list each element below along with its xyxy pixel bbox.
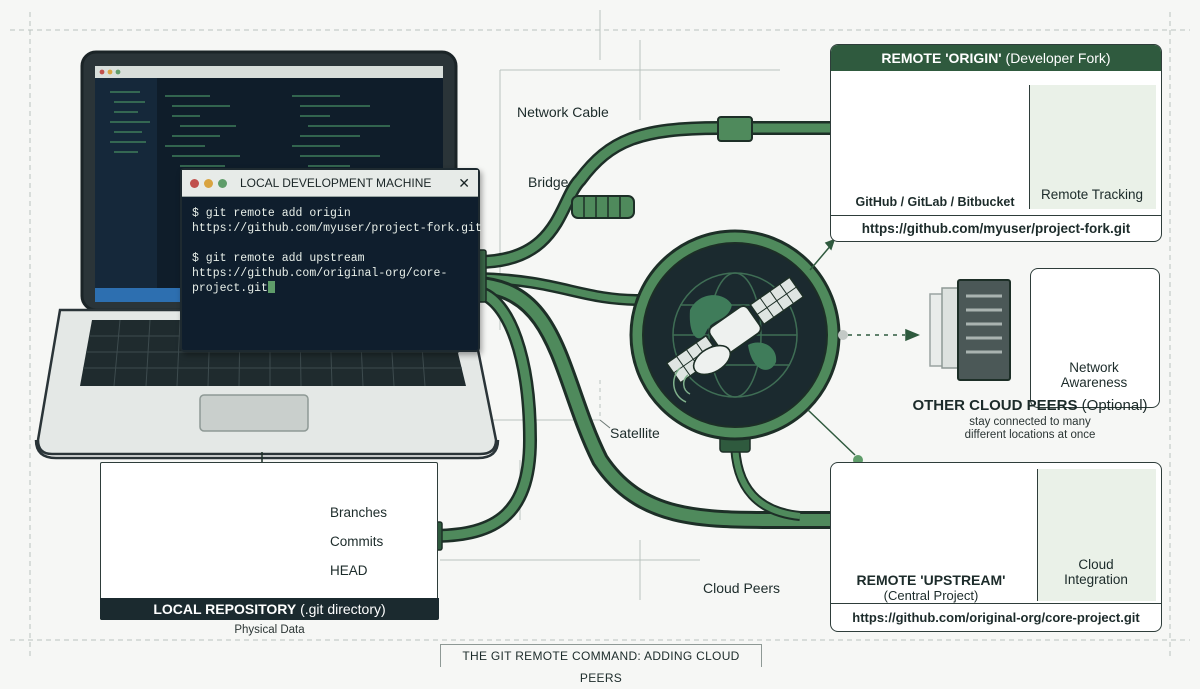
peers-title-bold: OTHER CLOUD PEERS bbox=[912, 397, 1078, 414]
local-repo-subtitle: Physical Data bbox=[234, 624, 305, 636]
upstream-title-bold: REMOTE 'UPSTREAM' bbox=[856, 572, 1006, 588]
peers-desc-line-1: stay connected to many bbox=[969, 416, 1091, 428]
cloud-integration-box bbox=[1037, 469, 1156, 601]
diagram-caption: THE GIT REMOTE COMMAND: ADDING CLOUD PEE… bbox=[440, 644, 762, 685]
network-awareness-box bbox=[1030, 268, 1160, 408]
upstream-title: REMOTE 'UPSTREAM' (Central Project) bbox=[831, 572, 1031, 604]
bridge-connector bbox=[571, 195, 635, 219]
origin-url[interactable]: https://github.com/myuser/project-fork.g… bbox=[861, 221, 1131, 236]
terminal-line-2: https://github.com/myuser/project-fork.g… bbox=[192, 222, 482, 235]
terminal-titlebar[interactable]: LOCAL DEVELOPMENT MACHINE ✕ bbox=[182, 170, 478, 197]
maximize-dot-icon[interactable] bbox=[218, 178, 227, 188]
terminal-output[interactable]: $ git remote add origin https://github.co… bbox=[182, 197, 482, 305]
peers-title: OTHER CLOUD PEERS (Optional) bbox=[900, 397, 1160, 414]
origin-tracking-box bbox=[1029, 85, 1156, 209]
cable-sleeve bbox=[717, 116, 753, 142]
local-repo-title-bold: LOCAL REPOSITORY bbox=[153, 601, 297, 617]
terminal-line-5: project.git bbox=[192, 282, 268, 295]
origin-header: REMOTE 'ORIGIN' (Developer Fork) bbox=[831, 45, 1161, 71]
code-lines bbox=[110, 91, 390, 167]
origin-panel[interactable]: REMOTE 'ORIGIN' (Developer Fork) GitHub … bbox=[830, 44, 1162, 242]
close-dot-icon[interactable] bbox=[190, 178, 199, 188]
upstream-panel[interactable]: REMOTE 'UPSTREAM' (Central Project) Clou… bbox=[830, 462, 1162, 632]
local-repo-title-rest: (.git directory) bbox=[300, 601, 386, 617]
terminal-title: LOCAL DEVELOPMENT MACHINE bbox=[240, 176, 432, 190]
local-repo-panel[interactable] bbox=[100, 462, 438, 620]
origin-server-caption: GitHub / GitLab / Bitbucket bbox=[855, 195, 1015, 209]
layer-commits: Commits bbox=[330, 534, 384, 549]
label-network-cable: Network Cable bbox=[517, 104, 609, 120]
local-repo-title: LOCAL REPOSITORY (.git directory) bbox=[100, 598, 439, 620]
label-cloud-peers: Cloud Peers bbox=[703, 580, 781, 596]
network-awareness-label: Network Awareness bbox=[1030, 360, 1158, 390]
cable-network bbox=[429, 121, 840, 543]
cloud-integration-line-2: Integration bbox=[1064, 572, 1128, 587]
satellite-globe bbox=[629, 229, 841, 453]
peers-title-rest: (Optional) bbox=[1081, 397, 1148, 414]
terminal-line-3: $ git remote add upstream bbox=[192, 252, 365, 265]
origin-title: REMOTE 'ORIGIN' bbox=[881, 50, 1002, 66]
cloud-integration-line-1: Cloud bbox=[1078, 557, 1114, 572]
label-bridge: Bridge bbox=[528, 174, 569, 190]
network-awareness-line-1: Network bbox=[1069, 360, 1119, 375]
peers-desc-line-2: different locations at once bbox=[964, 429, 1096, 441]
layer-branches: Branches bbox=[330, 505, 388, 520]
cloud-integration-label: Cloud Integration bbox=[1037, 557, 1155, 587]
upstream-url[interactable]: https://github.com/original-org/core-pro… bbox=[852, 610, 1140, 625]
terminal-line-4: https://github.com/original-org/core- bbox=[192, 267, 448, 280]
label-satellite: Satellite bbox=[610, 425, 660, 441]
close-icon[interactable]: ✕ bbox=[458, 174, 470, 191]
upstream-title-rest: (Central Project) bbox=[883, 588, 979, 603]
terminal-window[interactable]: LOCAL DEVELOPMENT MACHINE ✕ $ git remote… bbox=[180, 168, 482, 352]
remote-tracking-label: Remote Tracking bbox=[1040, 187, 1144, 202]
minimize-dot-icon[interactable] bbox=[204, 178, 213, 188]
peer-server-stack-icon bbox=[929, 279, 1011, 381]
text-cursor bbox=[267, 281, 275, 293]
peers-description: stay connected to many different locatio… bbox=[920, 416, 1140, 442]
terminal-line-1: $ git remote add origin bbox=[192, 207, 351, 220]
network-awareness-line-2: Awareness bbox=[1060, 375, 1128, 390]
origin-subtitle: (Developer Fork) bbox=[1005, 50, 1111, 66]
layer-head: HEAD bbox=[330, 563, 368, 578]
